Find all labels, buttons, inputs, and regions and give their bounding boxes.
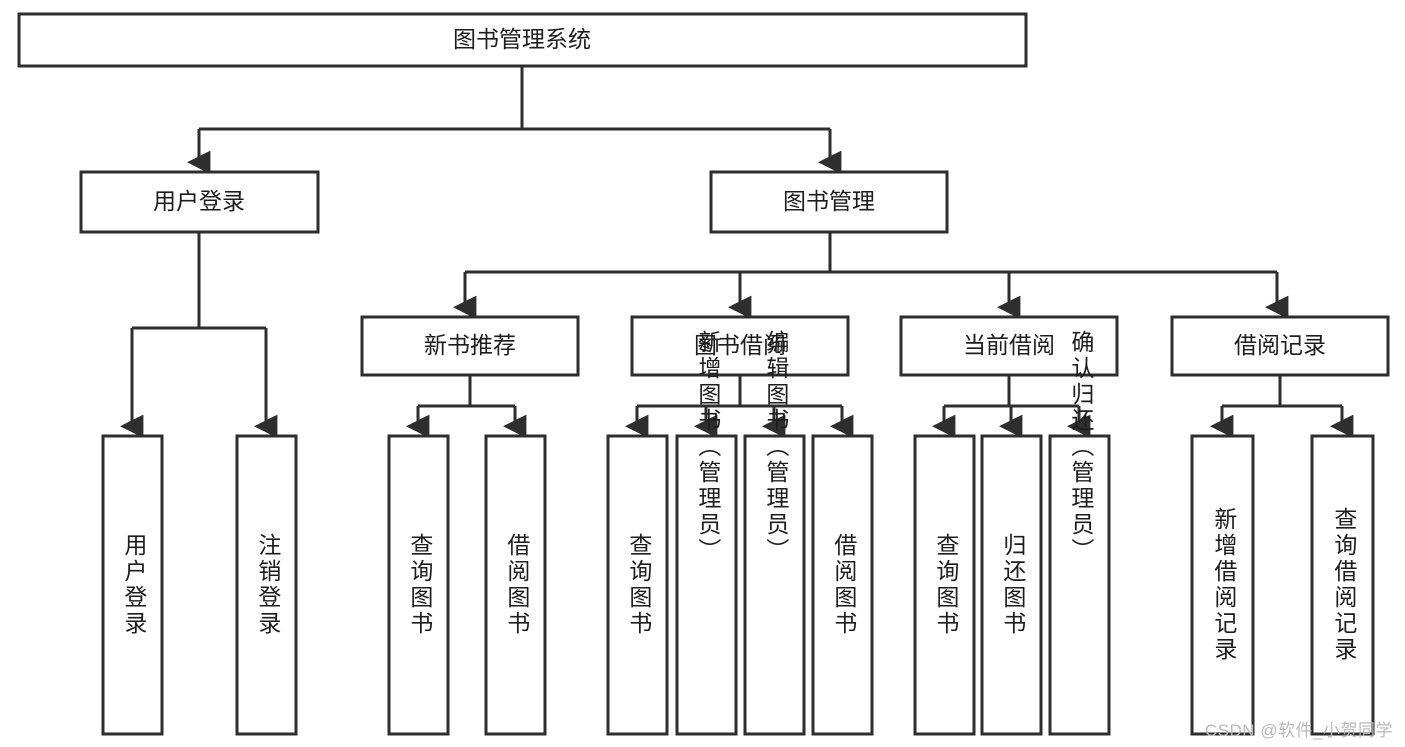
leaf-new-book-1-box[interactable]: [387, 434, 450, 736]
node-root-box[interactable]: [17, 12, 1028, 68]
node-current-borrow-label: 当前借阅: [963, 332, 1055, 358]
leaf-user-login-1-label: 用户登录: [121, 533, 148, 637]
leaf-new-book-2[interactable]: 借阅图书: [484, 434, 547, 736]
node-book-manage-label: 图书管理: [783, 188, 875, 214]
node-user-login-box[interactable]: [79, 170, 320, 234]
leaf-user-login-2-box[interactable]: [235, 434, 298, 736]
leaf-book-borrow-2-box[interactable]: [675, 434, 738, 736]
node-book-manage-box[interactable]: [709, 170, 949, 234]
leaf-borrow-record-1-box[interactable]: [1190, 434, 1255, 736]
leaf-new-book-1-label: 查询图书: [407, 533, 434, 637]
node-root-label: 图书管理系统: [453, 26, 591, 52]
node-book-borrow[interactable]: 图书借阅: [630, 315, 850, 377]
leaf-current-borrow-1[interactable]: 查询图书: [913, 434, 976, 736]
leaf-book-borrow-3-box[interactable]: [743, 434, 806, 736]
leaf-current-borrow-2-label: 归还图书: [1000, 533, 1027, 637]
leaf-book-borrow-2[interactable]: 新增图书（管理员）: [675, 330, 738, 736]
node-user-login-label: 用户登录: [153, 188, 245, 214]
node-user-login[interactable]: 用户登录: [79, 170, 320, 234]
leaf-new-book-2-label: 借阅图书: [504, 533, 531, 637]
leaf-book-borrow-1-label: 查询图书: [626, 533, 653, 637]
node-new-book-recommend[interactable]: 新书推荐: [360, 315, 580, 377]
leaf-current-borrow-2[interactable]: 归还图书: [980, 434, 1043, 736]
node-borrow-record-box[interactable]: [1170, 315, 1390, 377]
leaf-new-book-1[interactable]: 查询图书: [387, 434, 450, 736]
node-new-book-recommend-box[interactable]: [360, 315, 580, 377]
leaf-user-login-2[interactable]: 注销登录: [235, 434, 298, 736]
node-book-manage[interactable]: 图书管理: [709, 170, 949, 234]
leaf-book-borrow-2-label: 新增图书（管理员）: [695, 330, 722, 564]
leaf-current-borrow-3-box[interactable]: [1048, 434, 1111, 736]
leaf-book-borrow-1[interactable]: 查询图书: [606, 434, 669, 736]
node-root[interactable]: 图书管理系统: [17, 12, 1028, 68]
leaf-user-login-1-box[interactable]: [101, 434, 164, 736]
leaf-current-borrow-1-box[interactable]: [913, 434, 976, 736]
leaf-borrow-record-2[interactable]: 查询借阅记录: [1310, 434, 1375, 736]
leaf-book-borrow-3[interactable]: 编辑图书（管理员）: [743, 330, 806, 736]
node-new-book-recommend-label: 新书推荐: [424, 332, 516, 358]
node-borrow-record-label: 借阅记录: [1234, 332, 1326, 358]
leaf-borrow-record-2-box[interactable]: [1310, 434, 1375, 736]
node-current-borrow[interactable]: 当前借阅: [899, 315, 1119, 377]
leaf-current-borrow-3[interactable]: 确认归还（管理员）: [1048, 330, 1111, 736]
leaf-new-book-2-box[interactable]: [484, 434, 547, 736]
node-book-borrow-label: 图书借阅: [694, 332, 786, 358]
leaf-book-borrow-4[interactable]: 借阅图书: [811, 434, 874, 736]
leaf-book-borrow-4-box[interactable]: [811, 434, 874, 736]
leaf-book-borrow-4-label: 借阅图书: [831, 533, 858, 637]
leaf-borrow-record-2-label: 查询借阅记录: [1331, 507, 1358, 663]
edge-group: [120, 66, 1354, 439]
node-current-borrow-box[interactable]: [899, 315, 1119, 377]
leaf-borrow-record-1[interactable]: 新增借阅记录: [1190, 434, 1255, 736]
leaf-current-borrow-3-label: 确认归还（管理员）: [1068, 330, 1095, 564]
leaf-borrow-record-1-label: 新增借阅记录: [1211, 507, 1238, 663]
node-book-borrow-box[interactable]: [630, 315, 850, 377]
leaf-book-borrow-1-box[interactable]: [606, 434, 669, 736]
leaf-user-login-1[interactable]: 用户登录: [101, 434, 164, 736]
leaf-book-borrow-3-label: 编辑图书（管理员）: [763, 330, 790, 564]
leaf-current-borrow-1-label: 查询图书: [933, 533, 960, 637]
leaf-user-login-2-label: 注销登录: [255, 533, 282, 637]
leaf-current-borrow-2-box[interactable]: [980, 434, 1043, 736]
node-borrow-record[interactable]: 借阅记录: [1170, 315, 1390, 377]
